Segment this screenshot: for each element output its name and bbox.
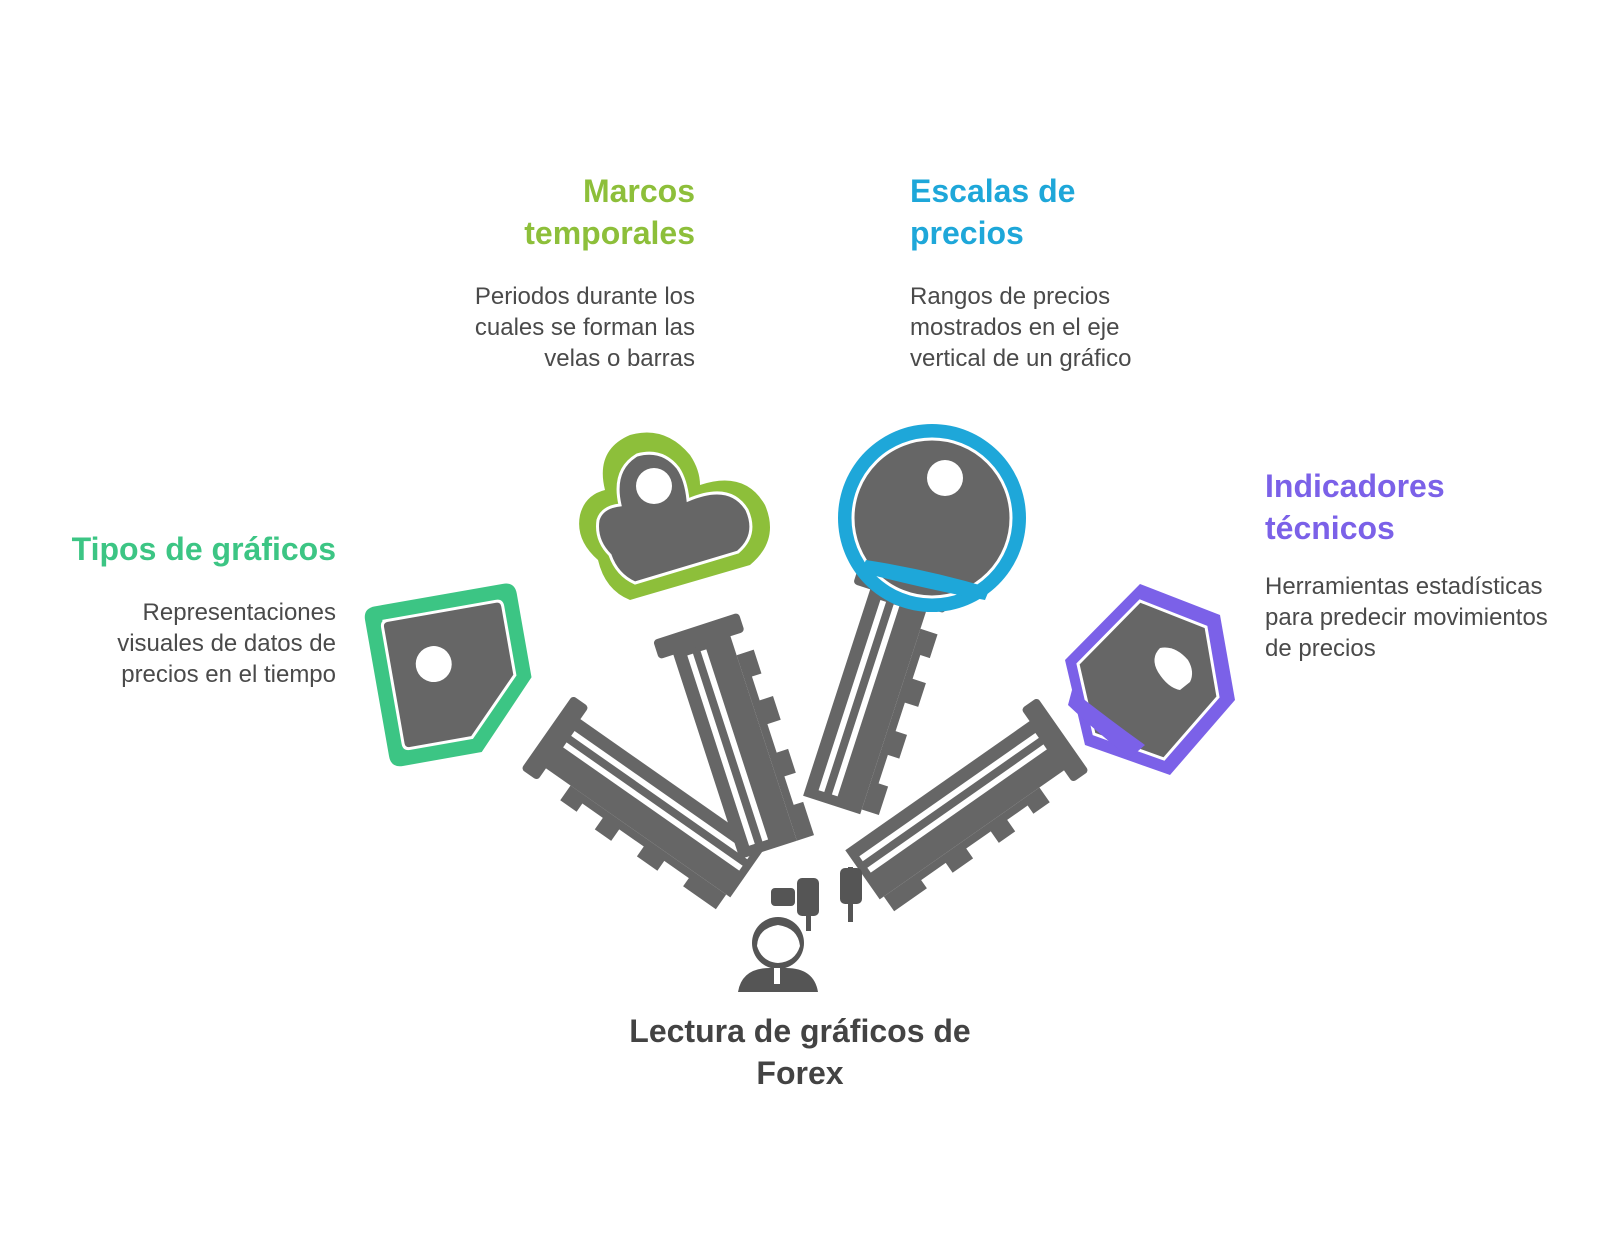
key-indicadores-icon: [845, 584, 1235, 912]
tipos-title: Tipos de gráficos: [71, 531, 336, 567]
marcos-description: Periodos durante los cuales se forman la…: [474, 283, 695, 372]
indicadores-description: Herramientas estadísticas para predecir …: [1265, 573, 1548, 662]
center-title: Lectura de gráficos de Forex: [629, 1013, 971, 1091]
key-marcos-icon: [579, 432, 814, 860]
indicadores-title: Indicadores técnicos: [1265, 468, 1445, 546]
key-escalas-icon: [803, 424, 1026, 816]
tipos-description: Representaciones visuales de datos de pr…: [117, 599, 336, 688]
trader-with-candlestick-chart-icon: [738, 867, 862, 992]
escalas-description: Rangos de precios mostrados en el eje ve…: [910, 283, 1132, 372]
marcos-title: Marcos temporales: [524, 173, 695, 251]
escalas-title: Escalas de precios: [910, 173, 1076, 251]
key-tipos-icon: [364, 583, 765, 910]
